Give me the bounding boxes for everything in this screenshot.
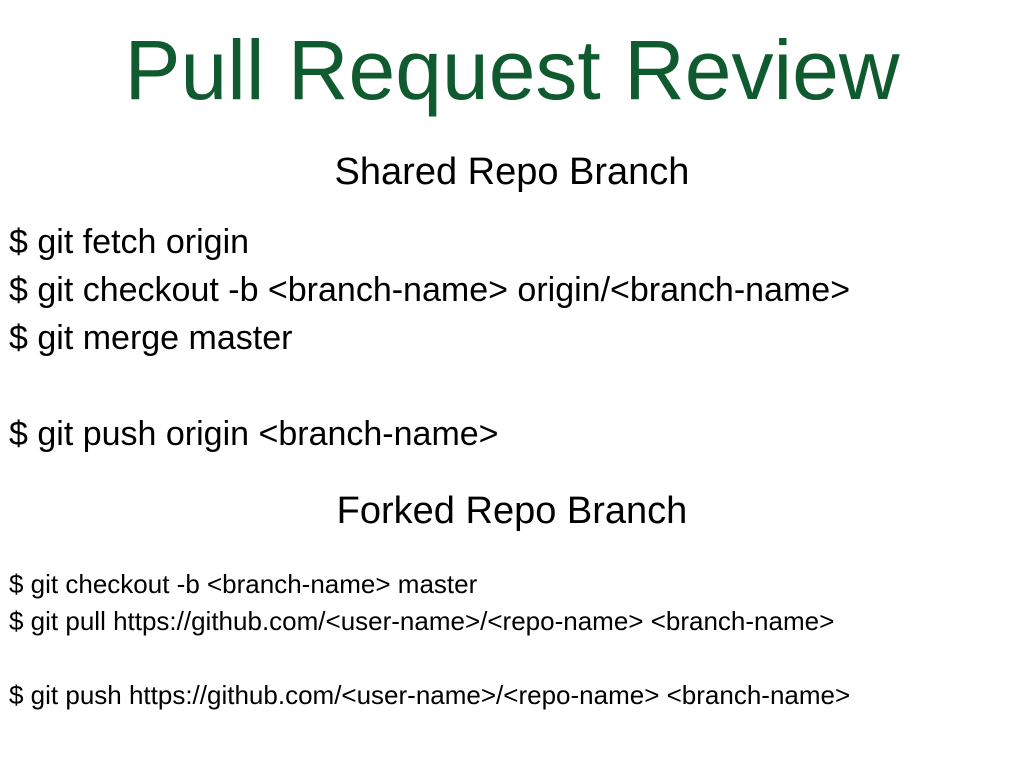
command-line: $ git pull https://github.com/<user-name…: [9, 606, 835, 636]
section-heading-shared-repo: Shared Repo Branch: [334, 151, 690, 193]
command-line: $ git push origin <branch-name>: [9, 415, 499, 453]
command-line: $ git merge master: [9, 319, 293, 357]
command-line: $ git push https://github.com/<user-name…: [9, 680, 851, 710]
section-heading-forked-repo: Forked Repo Branch: [336, 490, 688, 532]
slide-title: Pull Request Review: [124, 23, 900, 117]
command-line: $ git fetch origin: [9, 223, 250, 261]
command-line: $ git checkout -b <branch-name> master: [9, 569, 478, 599]
command-line: $ git checkout -b <branch-name> origin/<…: [9, 271, 851, 309]
